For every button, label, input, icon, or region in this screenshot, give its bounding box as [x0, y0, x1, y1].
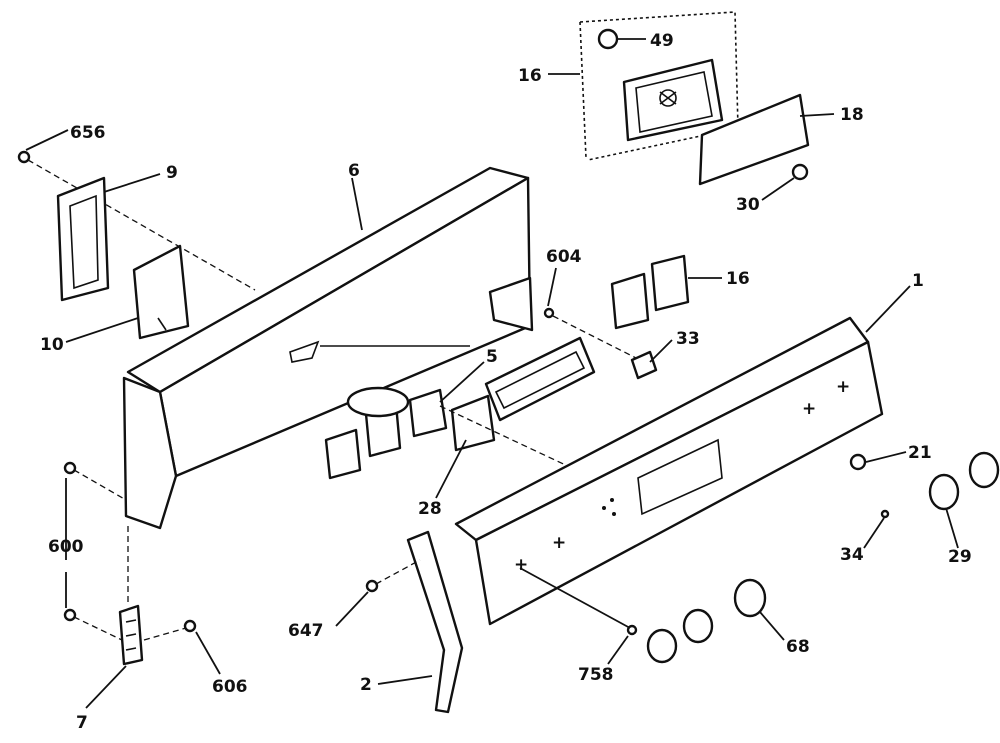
callout-33: 33 [676, 329, 700, 349]
callout-34: 34 [840, 545, 864, 565]
knob-29-a [928, 473, 960, 511]
callout-10: 10 [40, 335, 64, 355]
side-bracket-left [56, 176, 110, 302]
callout-656: 656 [70, 123, 106, 143]
callout-28: 28 [418, 499, 442, 519]
indicator-light [849, 453, 867, 471]
callout-16-switch: 16 [726, 269, 750, 289]
knob-68-c [733, 578, 767, 618]
leader-lines [25, 38, 959, 709]
svg-text:+: + [802, 399, 816, 419]
callout-9: 9 [166, 163, 178, 183]
switch-cluster [324, 386, 641, 501]
callout-18: 18 [840, 105, 864, 125]
svg-text:+: + [836, 377, 850, 397]
callout-606: 606 [212, 677, 248, 697]
callout-2: 2 [360, 675, 372, 695]
end-trim [406, 530, 464, 714]
callout-647: 647 [288, 621, 324, 641]
callout-29: 29 [948, 547, 972, 567]
rotary-switch-a [610, 272, 650, 330]
screw-656 [17, 150, 31, 164]
knob-29-b [968, 451, 1000, 489]
lamp-socket [630, 350, 658, 380]
callout-604: 604 [546, 247, 582, 267]
glass-window [698, 93, 810, 186]
control-panel: + + + + [454, 316, 884, 626]
clock-knob [791, 163, 809, 181]
callout-49: 49 [650, 31, 674, 51]
rotary-switch-b [650, 254, 690, 312]
callout-7: 7 [76, 713, 88, 733]
callout-1: 1 [912, 271, 924, 291]
callout-68: 68 [786, 637, 810, 657]
callout-labels: 49 16 18 30 656 9 6 604 16 1 10 5 33 21 … [40, 31, 972, 733]
knob-68-b [682, 608, 714, 644]
svg-text:+: + [552, 533, 566, 553]
side-bracket-mid [132, 244, 190, 340]
callout-21: 21 [908, 443, 932, 463]
callout-5: 5 [486, 347, 498, 367]
screw-606 [183, 619, 197, 633]
callout-600: 600 [48, 537, 84, 557]
callout-16-clock: 16 [518, 66, 542, 86]
backguard [122, 166, 534, 530]
screw-600-upper [63, 461, 77, 475]
callout-30: 30 [736, 195, 760, 215]
knob-68-a [646, 628, 678, 664]
console-frame [484, 336, 596, 422]
clock-assembly-inset [579, 11, 739, 161]
callout-6: 6 [348, 161, 360, 181]
screw-647 [365, 579, 379, 593]
screw-600-lower [63, 608, 77, 622]
screw-604 [543, 307, 555, 319]
pin-34 [880, 509, 890, 519]
callout-758: 758 [578, 665, 614, 685]
